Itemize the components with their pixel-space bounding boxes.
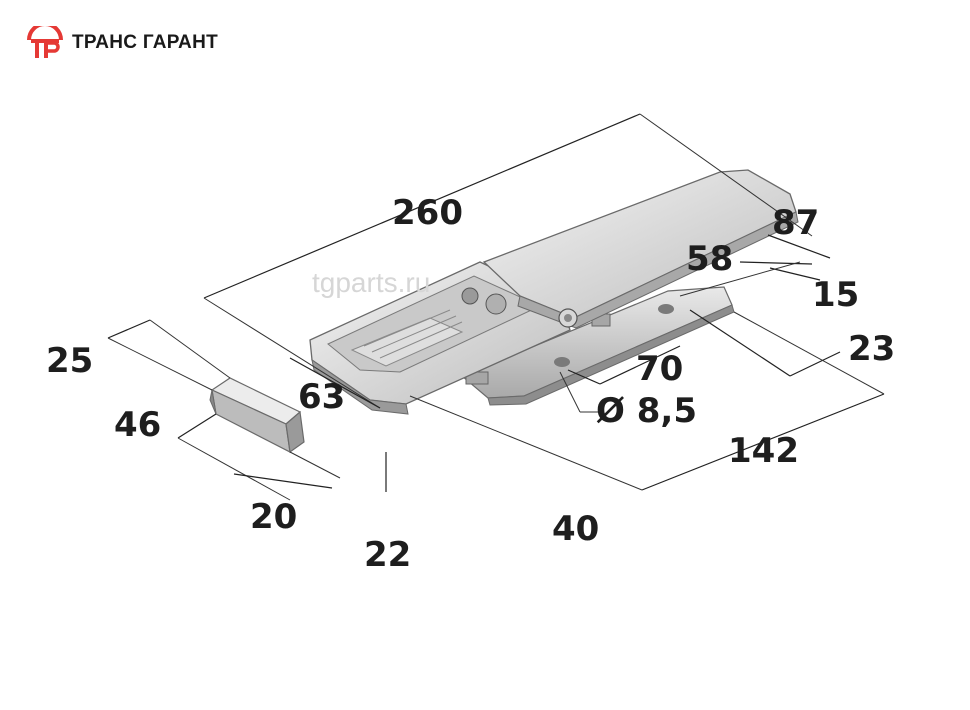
dim-width-top: 87	[772, 203, 819, 243]
lever-arm	[482, 169, 799, 329]
dim-hole-diameter: Ø 8,5	[596, 391, 697, 431]
brand-header: ТРАНС ГАРАНТ	[26, 26, 218, 60]
dim-base-length: 142	[728, 431, 799, 471]
keeper-bracket	[209, 377, 305, 454]
brand-name: ТРАНС ГАРАНТ	[72, 32, 218, 53]
dim-keeper-length: 46	[114, 405, 161, 445]
dim-keeper-width: 20	[250, 497, 297, 537]
trans-garant-logo-icon	[27, 26, 63, 58]
dim-overall-length: 260	[392, 193, 463, 233]
dim-plate-width: 23	[848, 329, 895, 369]
dim-hole-spacing: 58	[686, 239, 733, 279]
mounting-hole	[554, 357, 570, 367]
lever-housing	[309, 261, 571, 415]
dim-edge-offset: 15	[812, 275, 859, 315]
dim-bottom-offset: 40	[552, 509, 599, 549]
mounting-hole	[658, 304, 674, 314]
watermark-text: tgparts.ru	[312, 267, 430, 298]
dimension-lines	[107, 113, 885, 501]
dim-keeper-depth: 22	[364, 535, 411, 575]
dim-hole-distance: 70	[636, 349, 683, 389]
dim-lever-width: 63	[298, 377, 345, 417]
dim-keeper-height: 25	[46, 341, 93, 381]
